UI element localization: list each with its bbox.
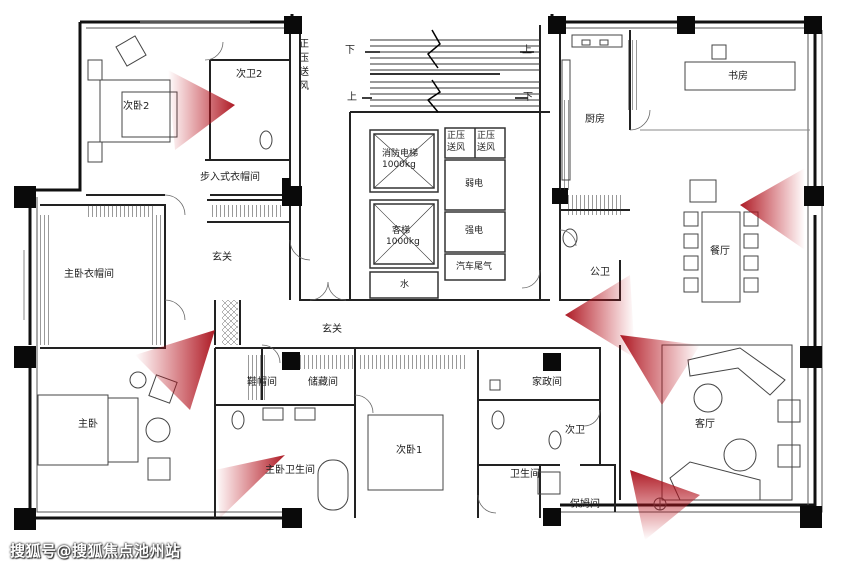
label-elevator-load: 1000kg: [386, 237, 420, 247]
watermark: 搜狐号@搜狐焦点池州站: [10, 542, 181, 560]
room-label-public-wc: 公卫: [590, 267, 610, 278]
label-fire-elevator: 消防电梯: [382, 149, 419, 159]
room-label-foyer-mid: 玄关: [322, 324, 342, 335]
stair-up-right: 上: [522, 45, 532, 56]
view-cone-foyer: [565, 275, 635, 358]
room-label-study: 书房: [728, 71, 748, 82]
structural-columns: [14, 16, 824, 530]
room-label-bedroom2: 次卧2: [123, 101, 150, 112]
room-label-kitchen: 厨房: [585, 114, 605, 125]
stair-down-right: 下: [523, 92, 533, 103]
view-cone-bedroom2: [168, 70, 235, 150]
closet-hatching: [40, 40, 640, 400]
interior-walls: [40, 25, 631, 518]
room-label-bath2: 次卫2: [236, 69, 263, 80]
furniture: [37, 34, 801, 511]
room-label-foyer-top: 玄关: [212, 252, 232, 263]
label-strong-electric: 强电: [465, 226, 484, 236]
room-label-walkin-closet: 步入式衣帽间: [200, 172, 260, 183]
room-label-housekeeping: 家政间: [532, 377, 562, 388]
view-cone-living-top: [620, 335, 700, 405]
label-car-exhaust: 汽车尾气: [456, 262, 493, 272]
elevator-core: [369, 127, 506, 299]
view-cone-living-bottom: [630, 470, 700, 540]
room-label-master-closet: 主卧衣帽间: [64, 269, 114, 280]
room-label-dining: 餐厅: [710, 246, 730, 257]
room-label-guest-wc: 次卫: [565, 425, 585, 436]
label-pressure-vent-a: 正压送风: [447, 131, 466, 153]
label-weak-electric: 弱电: [465, 179, 484, 189]
room-label-master-bath: 主卧卫生间: [265, 465, 315, 476]
room-label-cloakroom: 鞋帽间: [247, 377, 277, 388]
doors: [164, 41, 651, 514]
label-pressure-vent-left: 正压送风: [299, 39, 309, 92]
view-cones: [135, 70, 805, 540]
room-label-master-bedroom: 主卧: [78, 419, 98, 430]
room-label-bathroom: 卫生间: [510, 469, 540, 480]
room-label-nanny: 保姆间: [570, 499, 600, 510]
room-label-living: 客厅: [695, 419, 715, 430]
room-label-bedroom1: 次卧1: [396, 445, 423, 456]
label-water: 水: [400, 280, 410, 290]
stairwell: [362, 29, 540, 113]
view-cone-master: [135, 330, 215, 410]
label-elevator: 客梯: [392, 226, 411, 236]
windows: [23, 21, 810, 320]
room-label-storage: 储藏间: [308, 377, 338, 388]
view-cone-bath: [215, 455, 285, 518]
label-fire-elevator-load: 1000kg: [382, 160, 416, 170]
view-cone-dining: [740, 168, 805, 250]
label-pressure-vent-b: 正压送风: [477, 131, 496, 153]
stair-down-left: 下: [345, 45, 355, 56]
stair-up-left: 上: [347, 92, 357, 103]
